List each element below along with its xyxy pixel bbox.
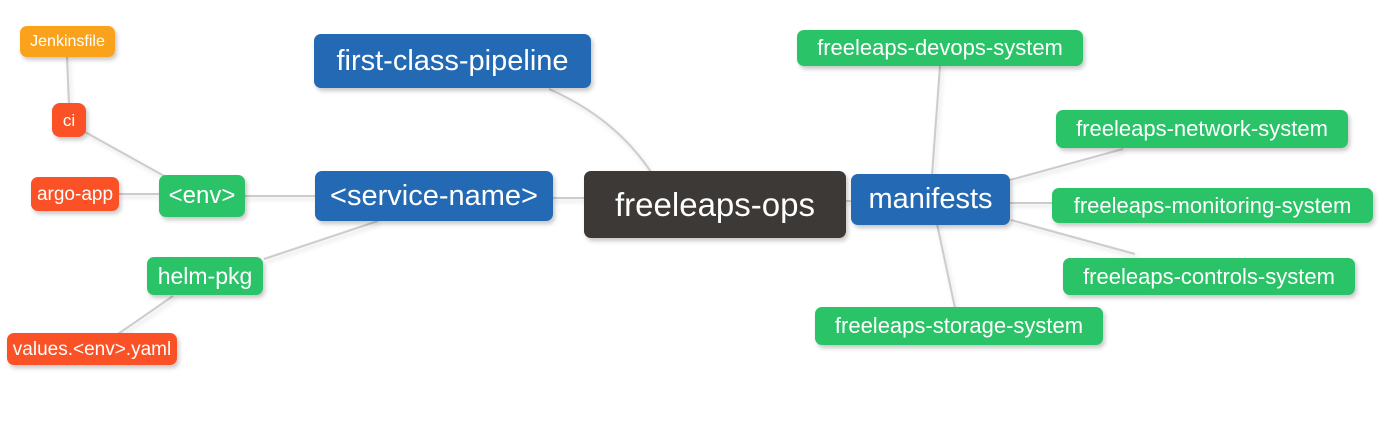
edge-manifests-controls [1010, 219, 1136, 255]
node-controls-system[interactable]: freeleaps-controls-system [1063, 258, 1355, 295]
node-values-yaml[interactable]: values.<env>.yaml [7, 333, 177, 365]
node-argo-app[interactable]: argo-app [31, 177, 119, 211]
node-ci[interactable]: ci [52, 103, 86, 137]
edge-helm-pkg-service-name [263, 220, 379, 260]
node-freeleaps-ops-root[interactable]: freeleaps-ops [584, 171, 846, 238]
node-first-class-pipeline[interactable]: first-class-pipeline [314, 34, 591, 88]
edge-manifests-devops [931, 65, 941, 176]
node-service-name[interactable]: <service-name> [315, 171, 553, 221]
node-storage-system[interactable]: freeleaps-storage-system [815, 307, 1103, 345]
edge-manifests-storage [936, 223, 956, 309]
edge-jenkinsfile-ci [66, 56, 70, 105]
node-network-system[interactable]: freeleaps-network-system [1056, 110, 1348, 148]
node-jenkinsfile[interactable]: Jenkinsfile [20, 26, 115, 57]
node-monitoring-system[interactable]: freeleaps-monitoring-system [1052, 188, 1373, 223]
node-devops-system[interactable]: freeleaps-devops-system [797, 30, 1083, 66]
edge-helm-pkg-values-yaml [117, 295, 174, 335]
node-env[interactable]: <env> [159, 175, 245, 217]
node-helm-pkg[interactable]: helm-pkg [147, 257, 263, 295]
node-manifests[interactable]: manifests [851, 174, 1010, 225]
edge-pipeline-root [548, 88, 652, 173]
edge-manifests-network [1009, 148, 1124, 181]
edge-ci-env [84, 131, 167, 178]
